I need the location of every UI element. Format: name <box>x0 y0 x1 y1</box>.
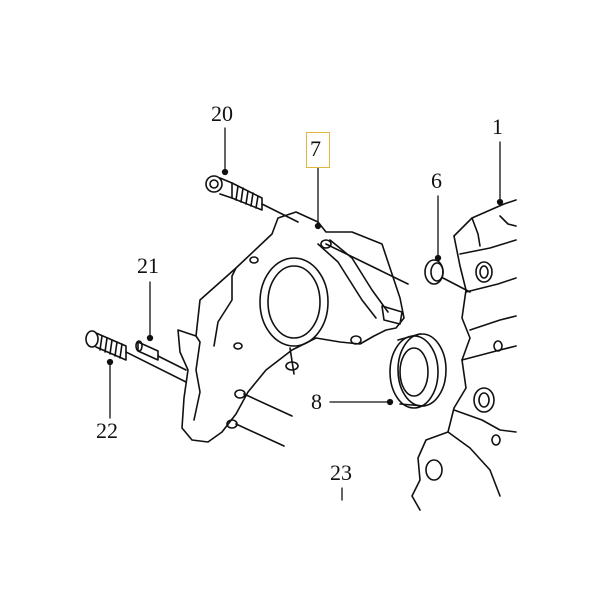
callout-8: 8 <box>311 389 322 414</box>
callout-21: 21 <box>137 253 159 278</box>
callout-6: 6 <box>431 168 442 193</box>
callout-1: 1 <box>492 114 503 139</box>
leader-lines <box>106 127 504 501</box>
callout-20: 20 <box>211 101 233 126</box>
callout-highlight-box <box>306 132 330 168</box>
rear-cover-plate-part-7 <box>177 211 409 447</box>
callout-7: 7 <box>310 136 321 161</box>
engine-block-part-1 <box>411 199 517 511</box>
bolt-part-20 <box>205 175 299 223</box>
bolt-part-22 <box>85 330 187 383</box>
pin-part-21 <box>135 340 187 371</box>
seal-ring-part-8 <box>389 333 447 409</box>
callout-22: 22 <box>96 418 118 443</box>
callout-23: 23 <box>330 460 352 485</box>
